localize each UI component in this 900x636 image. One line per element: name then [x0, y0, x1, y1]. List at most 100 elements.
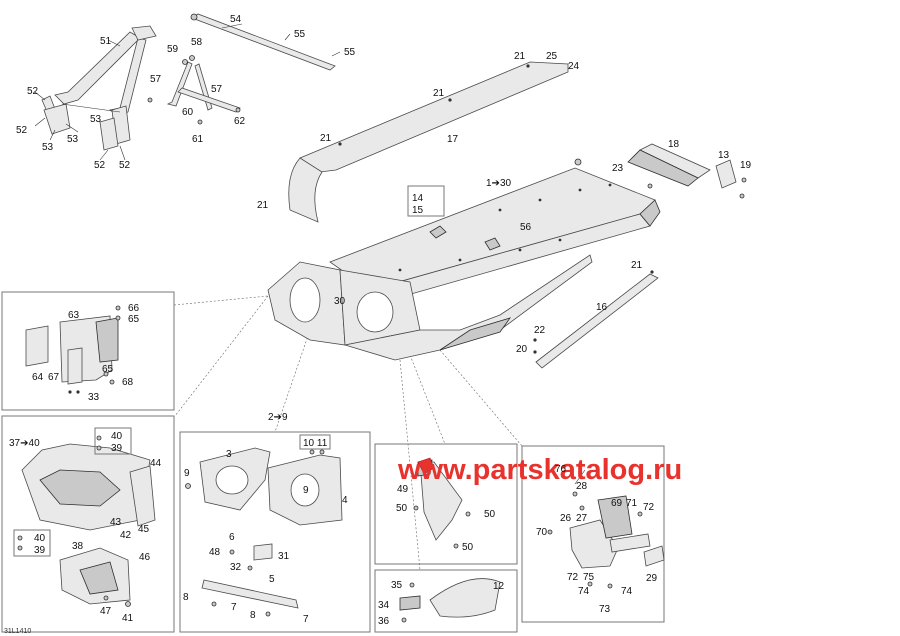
- front-bumper-assembly: [17, 435, 156, 607]
- detail-box-storage: [1, 291, 175, 411]
- callout-label: 4: [342, 495, 348, 506]
- skid-plate-assembly: [399, 578, 501, 623]
- callout-label: 39: [111, 443, 123, 454]
- callout-label: 73: [599, 604, 611, 615]
- tie-rod: [190, 13, 341, 71]
- callout-label: 41: [122, 613, 134, 624]
- side-panel-assembly: [185, 447, 343, 617]
- callout-label: 52: [119, 160, 131, 171]
- callout-frame-14-15: [407, 185, 445, 217]
- rear-bumper-bar: [627, 143, 747, 199]
- callout-label: 19: [740, 160, 752, 171]
- guide-line: [173, 295, 269, 306]
- callout-label: 62: [234, 116, 246, 127]
- callout-label: 74: [578, 586, 590, 597]
- callout-frame-40-39-top: [94, 427, 132, 455]
- callout-label: 40: [34, 533, 46, 544]
- callout-label: 76: [555, 464, 567, 475]
- storage-bin-assembly: [25, 305, 121, 394]
- highlighted-part-49: [417, 457, 435, 475]
- callout-label: 57: [150, 74, 162, 85]
- callout-label: 8: [250, 610, 256, 621]
- guide-line: [399, 359, 421, 571]
- callout-label: 55: [344, 47, 356, 58]
- callout-label: 51: [100, 36, 112, 47]
- callout-label: 22: [534, 325, 546, 336]
- callout-label: 68: [122, 377, 134, 388]
- callout-label: 46: [139, 552, 151, 563]
- callout-label: 45: [138, 524, 150, 535]
- callout-label: 17: [447, 134, 459, 145]
- callout-label: 56: [520, 222, 532, 233]
- callout-label: 52: [16, 125, 28, 136]
- callout-label: 59: [167, 44, 179, 55]
- callout-label: 25: [546, 51, 558, 62]
- watermark-text: www.partskatalog.ru: [397, 454, 682, 486]
- callout-label: 8: [183, 592, 189, 603]
- callout-label: 2➔9: [268, 412, 288, 423]
- callout-label: 38: [72, 541, 84, 552]
- callout-label: 65: [102, 364, 114, 375]
- callout-label: 23: [612, 163, 624, 174]
- callout-labels: 51 54 55 55 59 58 57 57 60 61 62 52 52 5…: [9, 14, 752, 627]
- callout-label: 58: [191, 37, 203, 48]
- callout-label: 24: [568, 61, 580, 72]
- callout-label: 70: [536, 527, 548, 538]
- callout-label: 49: [397, 484, 409, 495]
- callout-label: 10 11: [303, 438, 328, 449]
- callout-label: 75: [583, 572, 595, 583]
- callout-label: 55: [294, 29, 306, 40]
- callout-label: 29: [646, 573, 658, 584]
- callout-label: 33: [88, 392, 100, 403]
- callout-label: 9: [184, 468, 190, 479]
- callout-label: 36: [378, 616, 390, 627]
- guide-line: [274, 329, 311, 433]
- callout-label: 53: [90, 114, 102, 125]
- callout-label: 48: [209, 547, 221, 558]
- callout-label: 14: [412, 193, 424, 204]
- callout-label: 7: [303, 614, 309, 625]
- figure-code: 31L1410: [4, 628, 31, 635]
- callout-label: 57: [211, 84, 223, 95]
- callout-frame-40-39-bottom: [13, 529, 51, 557]
- callout-label: 40: [111, 431, 123, 442]
- callout-label: 32: [230, 562, 242, 573]
- callout-label: 7: [231, 602, 237, 613]
- callout-label: 16: [596, 302, 608, 313]
- callout-label: 61: [192, 134, 204, 145]
- callout-label: 34: [378, 600, 390, 611]
- callout-label: 72: [643, 502, 655, 513]
- detail-box-side-panels: [179, 431, 371, 633]
- callout-label: 66: [128, 303, 140, 314]
- callout-label: 63: [68, 310, 80, 321]
- callout-label: 54: [230, 14, 242, 25]
- callout-label: 44: [150, 458, 162, 469]
- callout-label: 12: [493, 581, 505, 592]
- detail-box-skid-plate: [374, 569, 518, 633]
- callout-label: 50: [484, 509, 496, 520]
- callout-label: 31: [278, 551, 290, 562]
- callout-label: 64: [32, 372, 44, 383]
- callout-label: 9: [303, 485, 309, 496]
- tunnel-cover-panel: [288, 61, 569, 223]
- callout-label: 65: [128, 314, 140, 325]
- callout-label: 67: [48, 372, 60, 383]
- guide-line: [439, 349, 523, 447]
- callout-frame-10-11: [299, 434, 331, 450]
- callout-label: 35: [391, 580, 403, 591]
- callout-label: 69: [611, 498, 623, 509]
- detail-box-bracket: [374, 443, 518, 565]
- callout-label: 27: [576, 513, 588, 524]
- callout-label: 53: [42, 142, 54, 153]
- callout-label: 39: [34, 545, 46, 556]
- callout-label: 21: [514, 51, 526, 62]
- detail-box-rear-bracket: [521, 445, 665, 623]
- slide-rail: [533, 270, 659, 369]
- callout-label: 5: [269, 574, 275, 585]
- callout-label: 50: [462, 542, 474, 553]
- rear-bracket-assembly: [547, 469, 665, 589]
- callout-label: 6: [229, 532, 235, 543]
- callout-label: 47: [100, 606, 112, 617]
- guide-line: [409, 354, 446, 445]
- detail-box-front-bumper: [1, 415, 175, 633]
